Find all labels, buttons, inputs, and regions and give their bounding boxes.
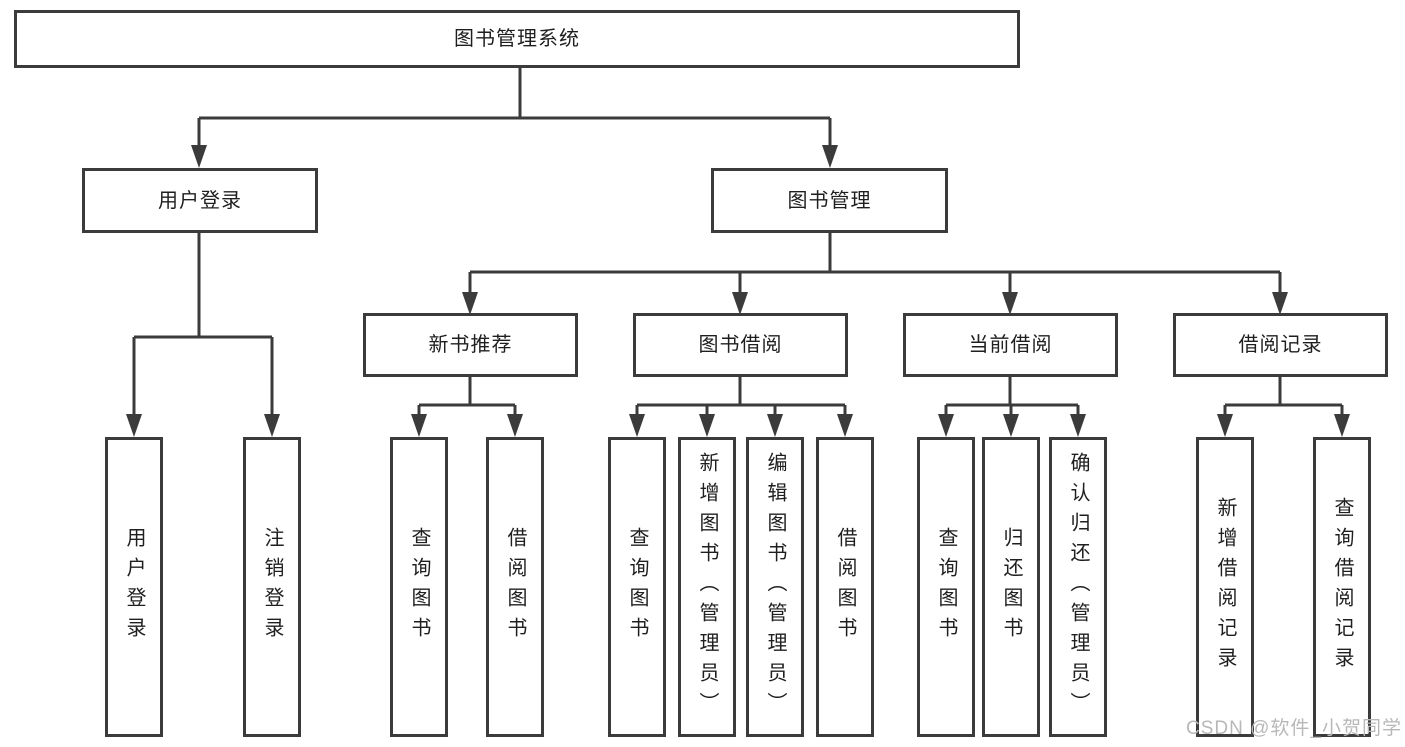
node-book-management: 图书管理 [711, 168, 948, 233]
node-new-book-recommend: 新书推荐 [363, 313, 578, 377]
leaf-borrow-borrow-books: 借阅图书 [816, 437, 874, 737]
leaf-borrow-query-books-label: 查询图书 [626, 527, 648, 647]
leaf-user-login: 用户登录 [105, 437, 163, 737]
node-new-book-recommend-label: 新书推荐 [428, 334, 513, 356]
leaf-current-return-books-label: 归还图书 [1000, 527, 1022, 647]
node-user-login-label: 用户登录 [158, 189, 242, 212]
leaf-current-return-books: 归还图书 [982, 437, 1040, 737]
leaf-recommend-borrow-books-label: 借阅图书 [504, 527, 526, 647]
leaf-current-confirm-return-admin: 确认归还（管理员） [1049, 437, 1107, 737]
leaf-user-login-label: 用户登录 [123, 527, 145, 647]
node-book-management-label: 图书管理 [787, 189, 872, 212]
node-current-borrow: 当前借阅 [903, 313, 1118, 377]
leaf-current-confirm-return-admin-label: 确认归还（管理员） [1067, 452, 1089, 722]
leaf-recommend-query-books-label: 查询图书 [408, 527, 430, 647]
leaf-records-add-record: 新增借阅记录 [1196, 437, 1254, 737]
leaf-recommend-query-books: 查询图书 [390, 437, 448, 737]
leaf-borrow-edit-books-admin: 编辑图书（管理员） [746, 437, 804, 737]
node-library-management-system-label: 图书管理系统 [454, 28, 580, 50]
leaf-borrow-add-books-admin-label: 新增图书（管理员） [696, 452, 718, 722]
node-user-login: 用户登录 [82, 168, 318, 233]
leaf-records-query-record: 查询借阅记录 [1313, 437, 1371, 737]
leaf-borrow-query-books: 查询图书 [608, 437, 666, 737]
leaf-current-query-books-label: 查询图书 [935, 527, 957, 647]
node-book-borrow: 图书借阅 [633, 313, 848, 377]
node-borrow-records: 借阅记录 [1173, 313, 1388, 377]
leaf-borrow-edit-books-admin-label: 编辑图书（管理员） [764, 452, 786, 722]
leaf-borrow-borrow-books-label: 借阅图书 [834, 527, 856, 647]
leaf-records-query-record-label: 查询借阅记录 [1331, 497, 1353, 677]
watermark-text: CSDN @软件_小贺同学 [1186, 718, 1402, 739]
leaf-current-query-books: 查询图书 [917, 437, 975, 737]
node-borrow-records-label: 借阅记录 [1238, 334, 1323, 356]
leaf-recommend-borrow-books: 借阅图书 [486, 437, 544, 737]
node-current-borrow-label: 当前借阅 [968, 334, 1053, 356]
node-library-management-system: 图书管理系统 [14, 10, 1020, 68]
leaf-borrow-add-books-admin: 新增图书（管理员） [678, 437, 736, 737]
leaf-records-add-record-label: 新增借阅记录 [1214, 497, 1236, 677]
leaf-logout: 注销登录 [243, 437, 301, 737]
leaf-logout-label: 注销登录 [261, 527, 283, 647]
node-book-borrow-label: 图书借阅 [698, 334, 783, 356]
